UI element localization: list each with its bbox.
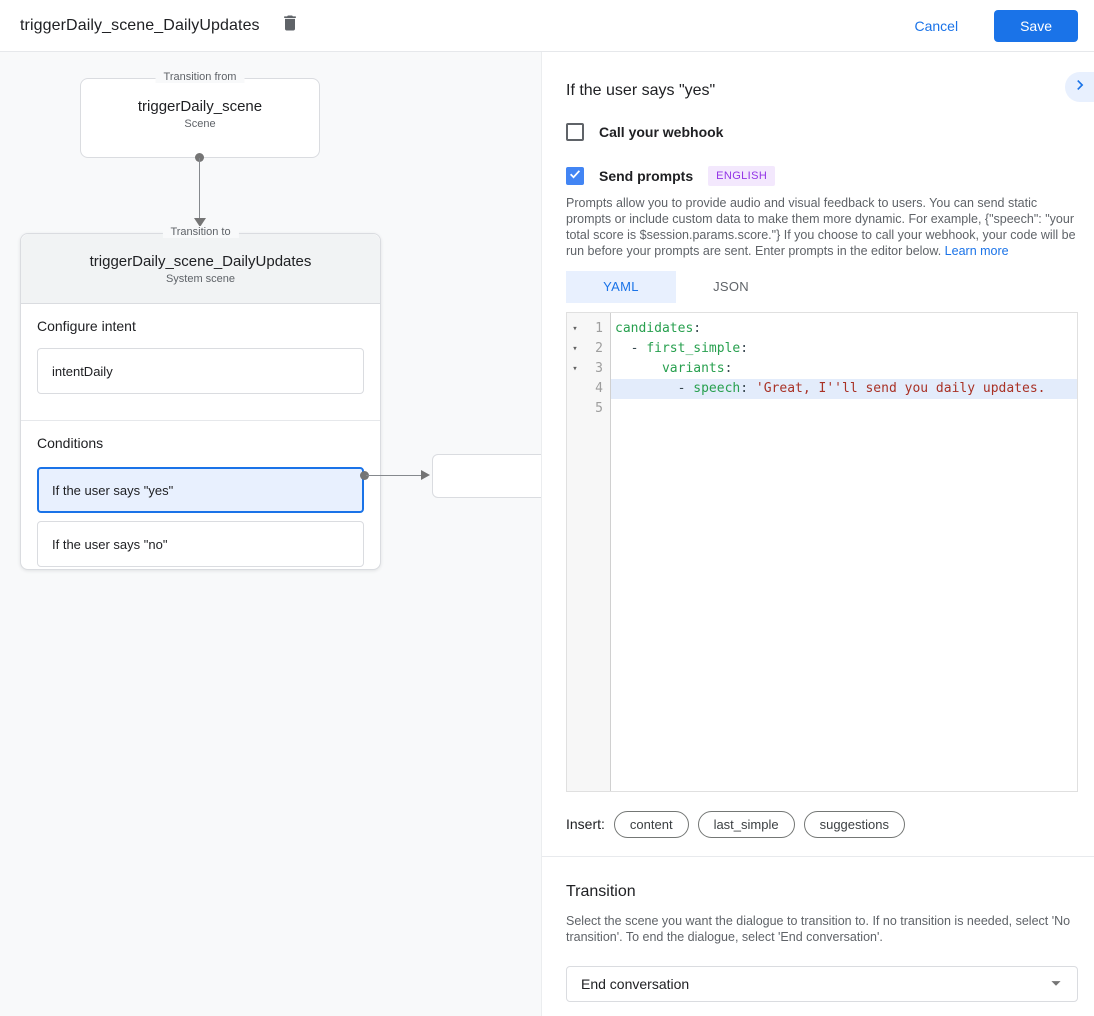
page-title: triggerDaily_scene_DailyUpdates — [20, 16, 260, 34]
code-token-key: variants — [661, 360, 725, 376]
condition-card-yes[interactable]: If the user says "yes" — [37, 467, 364, 513]
line-number: 1 — [595, 320, 603, 336]
transition-from-node[interactable]: Transition from triggerDaily_scene Scene — [80, 71, 320, 158]
connector-line-vertical — [199, 158, 200, 220]
main-area: Transition from triggerDaily_scene Scene… — [0, 52, 1094, 1016]
webhook-label: Call your webhook — [599, 124, 724, 140]
code-token-pun: : — [693, 320, 702, 336]
language-badge: ENGLISH — [708, 166, 776, 186]
trash-icon — [280, 13, 300, 38]
insert-chip-suggestions[interactable]: suggestions — [803, 810, 905, 838]
transition-to-legend: Transition to — [162, 226, 239, 238]
tab-yaml[interactable]: YAML — [566, 270, 676, 303]
insert-chip-last-simple[interactable]: last_simple — [697, 810, 795, 838]
code-token-pun: - — [615, 340, 647, 356]
transition-from-legend: Transition from — [155, 71, 245, 83]
line-number: 4 — [595, 380, 603, 396]
cancel-button[interactable]: Cancel — [914, 17, 959, 34]
code-token-key: candidates — [615, 320, 694, 336]
prompts-description: Prompts allow you to provide audio and v… — [566, 195, 1078, 260]
send-prompts-checkbox[interactable] — [566, 167, 584, 185]
editor-format-tabs: YAML JSON — [566, 270, 1078, 303]
code-line[interactable]: - first_simple: — [611, 339, 1077, 359]
configure-intent-section: Configure intent intentDaily — [21, 304, 380, 421]
webhook-checkbox[interactable] — [566, 123, 584, 141]
chevron-right-icon — [1070, 75, 1090, 100]
learn-more-link[interactable]: Learn more — [944, 244, 1009, 259]
connector-dot-top — [195, 153, 204, 162]
code-token-key: first_simple — [646, 340, 741, 356]
chevron-down-icon — [1045, 972, 1067, 997]
code-token-key: speech — [693, 380, 741, 396]
prompts-description-text: Prompts allow you to provide audio and v… — [566, 196, 1076, 259]
transition-select-value: End conversation — [581, 976, 690, 992]
scene-flow-canvas: Transition from triggerDaily_scene Scene… — [0, 52, 541, 1016]
section-divider — [542, 855, 1094, 857]
code-token-str: 'Great, I''ll send you daily updates. — [755, 380, 1046, 396]
code-line[interactable]: - speech: 'Great, I''ll send you daily u… — [611, 378, 1077, 399]
arrowhead-right-icon — [421, 470, 430, 480]
transition-to-header[interactable]: triggerDaily_scene_DailyUpdates System s… — [21, 234, 380, 304]
insert-row: Insert: content last_simple suggestions — [566, 810, 1078, 838]
delete-button[interactable] — [278, 14, 302, 38]
connector-line-horizontal — [366, 475, 424, 476]
transition-from-type: Scene — [184, 118, 216, 130]
transition-to-type: System scene — [165, 273, 236, 285]
fold-spacer — [567, 399, 583, 419]
gutter-line: ▾1 — [567, 319, 610, 339]
arrowhead-down-icon — [194, 218, 206, 227]
line-number: 2 — [595, 340, 603, 356]
gutter-line: 4 — [567, 379, 610, 399]
conditions-label: Conditions — [37, 435, 104, 451]
save-button[interactable]: Save — [994, 9, 1078, 42]
fold-arrow-icon[interactable]: ▾ — [572, 323, 578, 334]
tab-json[interactable]: JSON — [713, 279, 749, 294]
code-line[interactable] — [611, 399, 1077, 419]
line-number: 5 — [595, 400, 603, 416]
connector-dot-condition — [360, 471, 369, 480]
collapse-panel-button[interactable] — [1065, 72, 1094, 102]
code-token-pun: - — [615, 380, 694, 396]
send-prompts-row: Send prompts ENGLISH — [566, 166, 1078, 186]
configure-intent-label: Configure intent — [37, 318, 136, 334]
code-token-pun — [615, 361, 662, 376]
webhook-row: Call your webhook — [566, 123, 1078, 141]
editor-code[interactable]: candidates: - first_simple: variants: - … — [611, 313, 1077, 791]
condition-detail-panel: If the user says "yes" Call your webhook — [541, 52, 1094, 1016]
fold-arrow-icon[interactable]: ▾ — [572, 363, 578, 374]
insert-label: Insert: — [566, 816, 605, 832]
condition-card-no[interactable]: If the user says "no" — [37, 521, 364, 567]
transition-to-name: triggerDaily_scene_DailyUpdates — [89, 253, 312, 270]
code-token-pun: : — [724, 360, 733, 376]
top-bar: triggerDaily_scene_DailyUpdates Cancel S… — [0, 0, 1094, 52]
transition-to-node: Transition to triggerDaily_scene_DailyUp… — [20, 226, 381, 570]
transition-select[interactable]: End conversation — [566, 966, 1078, 1002]
transition-from-name: triggerDaily_scene — [137, 98, 263, 115]
insert-chip-content[interactable]: content — [613, 810, 689, 838]
code-token-pun: : — [740, 380, 756, 396]
gutter-line: 5 — [567, 399, 610, 419]
code-token-pun: : — [740, 340, 749, 356]
condition-title: If the user says "yes" — [566, 82, 716, 99]
line-number: 3 — [595, 360, 603, 376]
transition-target-node[interactable] — [432, 454, 541, 498]
fold-arrow-icon[interactable]: ▾ — [572, 343, 578, 354]
transition-heading: Transition — [566, 882, 636, 900]
send-prompts-label: Send prompts — [599, 168, 694, 184]
intent-field[interactable]: intentDaily — [37, 348, 364, 394]
code-line[interactable]: variants: — [611, 359, 1077, 379]
gutter-line: ▾3 — [567, 359, 610, 379]
gutter-line: ▾2 — [567, 339, 610, 359]
fold-spacer — [567, 379, 583, 399]
checkmark-icon — [568, 167, 582, 186]
conditions-section: Conditions If the user says "yes" If the… — [21, 421, 380, 567]
transition-description: Select the scene you want the dialogue t… — [566, 913, 1071, 944]
code-line[interactable]: candidates: — [611, 319, 1077, 339]
